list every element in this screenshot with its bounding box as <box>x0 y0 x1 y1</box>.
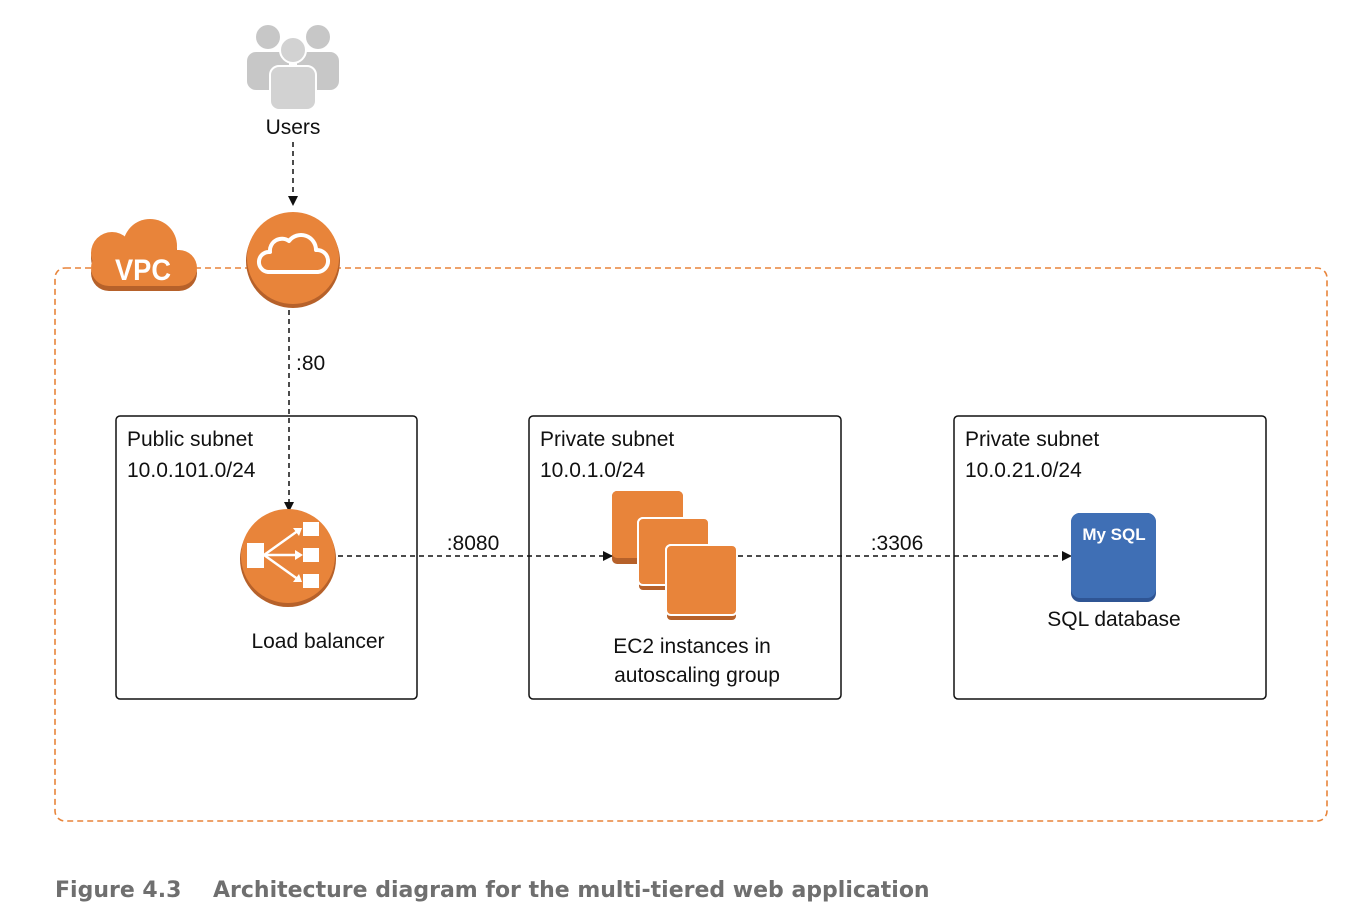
vpc-label: VPC <box>115 254 171 287</box>
load-balancer-label: Load balancer <box>251 630 384 653</box>
vpc-boundary <box>54 267 1328 822</box>
ec2-label-line2: autoscaling group <box>614 664 780 687</box>
users-label: Users <box>266 116 321 139</box>
users-icon <box>247 25 339 111</box>
vpc-cloud-icon <box>91 219 197 291</box>
figure-number: Figure 4.3 <box>55 878 181 903</box>
internet-gateway-icon <box>246 212 340 308</box>
port-3306-label: :3306 <box>871 532 924 555</box>
subnet-title: Private subnet <box>540 428 674 451</box>
cloud-icon <box>257 233 331 274</box>
subnet-title: Private subnet <box>965 428 1099 451</box>
public-subnet-box <box>115 415 418 700</box>
sql-database-label: SQL database <box>1047 608 1181 631</box>
private-subnet-app-box <box>528 415 842 700</box>
port-8080-label: :8080 <box>447 532 500 555</box>
port-80-label: :80 <box>296 352 325 375</box>
private-subnet-db-box <box>953 415 1267 700</box>
ec2-label-line1: EC2 instances in <box>613 635 771 658</box>
subnet-cidr: 10.0.1.0/24 <box>540 459 645 482</box>
figure-caption: Architecture diagram for the multi-tiere… <box>213 878 930 903</box>
mysql-label: My SQL <box>1082 525 1145 544</box>
subnet-title: Public subnet <box>127 428 253 451</box>
subnet-cidr: 10.0.21.0/24 <box>965 459 1082 482</box>
mysql-database-icon <box>1071 513 1156 602</box>
subnet-cidr: 10.0.101.0/24 <box>127 459 256 482</box>
ec2-instances-icon <box>612 491 738 622</box>
load-balancer-icon <box>240 509 336 607</box>
